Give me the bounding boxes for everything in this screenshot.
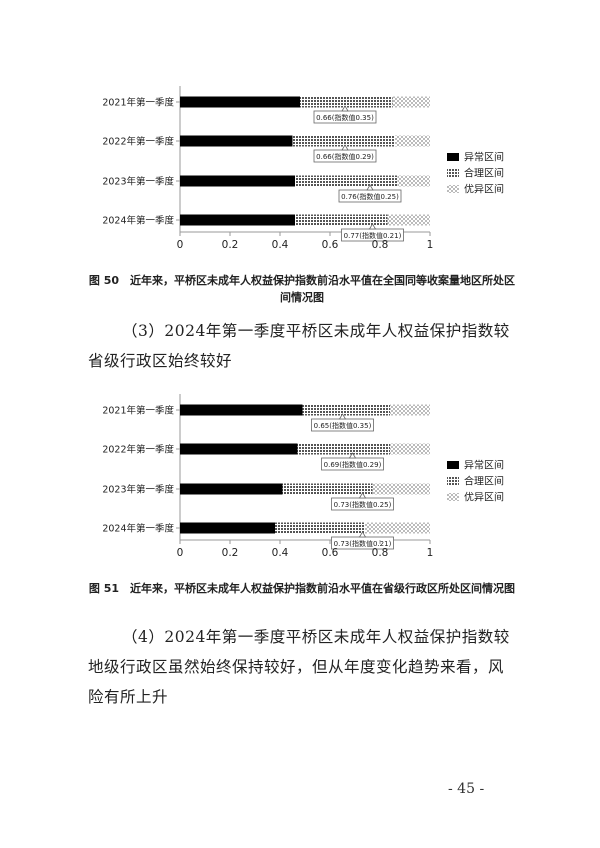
y-tick-label: 2022年第一季度 [102, 444, 174, 456]
chart-51-svg: 2021年第一季度 0.65(指数值0.35) 2022年第一季度 0.69(指数值0… [102, 394, 504, 559]
legend-swatch [447, 461, 459, 469]
bar-segment-abnormal [180, 404, 303, 416]
annotation-pointer [338, 413, 347, 420]
annotation-label: 0.65(指数值0.35) [314, 421, 372, 430]
bar-segment-reasonable [297, 443, 390, 455]
bar-segment-excellent [392, 96, 430, 108]
annotation-label: 0.73(指数值0.21) [334, 539, 392, 548]
section-heading-3: （3）2024年第一季度平桥区未成年人权益保护指数较省级行政区始终较好 [88, 322, 510, 370]
figure-caption-51: 图 51 近年来，平桥区未成年人权益保护指数前沿水平值在省级行政区所处区间情况图 [88, 582, 516, 595]
legend-swatch [447, 477, 459, 485]
legend-label: 优异区间 [464, 183, 504, 196]
x-tick-label: 0.4 [272, 547, 289, 559]
bar-segment-reasonable [295, 175, 398, 187]
bar-segment-abnormal [180, 443, 298, 455]
y-tick-label: 2021年第一季度 [102, 405, 174, 417]
legend-swatch [447, 493, 459, 501]
x-tick-label: 0.8 [372, 239, 389, 251]
bar-segment-excellent [397, 175, 430, 187]
x-tick-label: 0.2 [222, 547, 239, 559]
x-tick-label: 0.6 [322, 547, 339, 559]
x-tick-label: 0 [177, 547, 184, 559]
annotation-label: 0.76(指数值0.25) [341, 192, 399, 201]
x-tick-label: 0.6 [322, 239, 339, 251]
annotation-label: 0.73(指数值0.25) [334, 500, 392, 509]
legend-label: 合理区间 [464, 167, 504, 180]
annotation-label: 0.66(指数值0.35) [316, 113, 374, 122]
x-tick-label: 0.2 [222, 239, 239, 251]
legend-label: 异常区间 [464, 459, 504, 472]
chart-51: 2021年第一季度 0.65(指数值0.35) 2022年第一季度 0.69(指数值0… [95, 390, 545, 570]
x-tick-label: 0.4 [272, 239, 289, 251]
bar-segment-excellent [387, 214, 430, 226]
legend-swatch [447, 169, 459, 177]
bar-segment-excellent [390, 443, 430, 455]
bar-segment-reasonable [302, 404, 390, 416]
bar-segment-excellent [390, 404, 430, 416]
y-tick-label: 2022年第一季度 [102, 136, 174, 148]
legend-label: 合理区间 [464, 475, 504, 488]
bar-segment-abnormal [180, 96, 300, 108]
bar-segment-excellent [372, 483, 430, 495]
annotation-label: 0.69(指数值0.29) [324, 460, 382, 469]
bar-segment-abnormal [180, 522, 275, 534]
annotation-label: 0.66(指数值0.29) [316, 152, 374, 161]
bar-segment-reasonable [300, 96, 393, 108]
bar-segment-reasonable [282, 483, 373, 495]
legend-swatch [447, 153, 459, 161]
x-tick-label: 1 [427, 239, 434, 251]
page-number: - 45 - [448, 781, 485, 797]
bar-segment-abnormal [180, 175, 295, 187]
x-tick-label: 1 [427, 547, 434, 559]
annotation-pointer [368, 223, 377, 230]
legend-swatch [447, 185, 459, 193]
chart-50-svg: 2021年第一季度 0.66(指数值0.35) 2022年第一季度 0.66(指数值0… [102, 86, 504, 251]
bar-segment-reasonable [295, 214, 388, 226]
y-tick-label: 2023年第一季度 [102, 484, 174, 496]
annotation-pointer [358, 531, 367, 538]
bar-segment-reasonable [275, 522, 365, 534]
annotation-pointer [348, 452, 357, 459]
bar-segment-reasonable [292, 135, 395, 147]
y-tick-label: 2021年第一季度 [102, 97, 174, 109]
y-tick-label: 2023年第一季度 [102, 176, 174, 188]
annotation-pointer [341, 105, 349, 112]
annotation-label: 0.77(指数值0.21) [344, 231, 402, 240]
section-heading-4: （4）2024年第一季度平桥区未成年人权益保护指数较地级行政区虽然始终保持较好，… [88, 628, 510, 706]
bar-segment-excellent [395, 135, 430, 147]
legend-label: 异常区间 [464, 151, 504, 164]
bar-segment-abnormal [180, 214, 295, 226]
annotation-pointer [358, 492, 367, 499]
bar-segment-abnormal [180, 483, 283, 495]
annotation-pointer [341, 144, 349, 151]
x-tick-label: 0.8 [372, 547, 389, 559]
annotation-pointer [366, 184, 374, 191]
y-tick-label: 2024年第一季度 [102, 215, 174, 227]
chart-50: 2021年第一季度 0.66(指数值0.35) 2022年第一季度 0.66(指数值0… [95, 82, 545, 262]
legend-label: 优异区间 [464, 491, 504, 504]
x-tick-label: 0 [177, 239, 184, 251]
figure-caption-50: 图 50 近年来，平桥区未成年人权益保护指数前沿水平值在全国同等收案量地区所处区… [88, 274, 516, 304]
bar-segment-excellent [365, 522, 430, 534]
y-tick-label: 2024年第一季度 [102, 523, 174, 535]
bar-segment-abnormal [180, 135, 293, 147]
